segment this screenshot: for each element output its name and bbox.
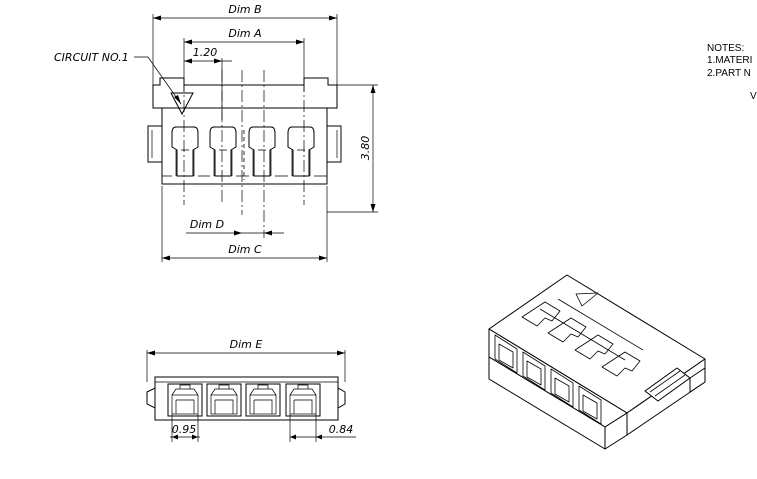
iso-opening-2 (522, 351, 546, 391)
iso-opening-4 (578, 385, 602, 425)
front-cavity-1 (167, 383, 203, 417)
dim-c-label: Dim C (228, 243, 262, 256)
cavity-1 (171, 126, 199, 177)
notes-title: NOTES: (707, 43, 744, 54)
notes: NOTES: 1.MATERI 2.PART N V (707, 43, 757, 102)
left-latch (147, 125, 163, 163)
iso-opening-1 (494, 334, 518, 374)
iso-side-latch (644, 367, 706, 402)
front-cavity-4 (285, 383, 321, 417)
right-offset-label: 0.84 (329, 423, 354, 436)
note-line-3: V (750, 91, 757, 102)
dim-d-label: Dim D (190, 218, 224, 231)
note-line-2: 2.PART N (707, 68, 751, 79)
note-line-1: 1.MATERI (707, 55, 752, 66)
dim-e-label: Dim E (230, 338, 263, 351)
right-latch (326, 125, 342, 163)
front-cavity-2 (206, 383, 242, 417)
cavity-2 (209, 126, 237, 177)
circuit-one-marker (170, 92, 194, 116)
cavity-3 (248, 126, 276, 177)
isometric-view (488, 274, 706, 450)
left-offset-label: 0.95 (172, 423, 197, 436)
iso-circuit-marker (575, 292, 599, 307)
front-cavity-3 (245, 383, 281, 417)
circuit-no1-label: CIRCUIT NO.1 (54, 51, 129, 64)
top-view: Dim B Dim A 1.20 CIRCUIT NO.1 (54, 3, 378, 262)
dim-b-label: Dim B (228, 3, 261, 16)
pitch-label: 1.20 (193, 46, 218, 59)
cavity-4 (287, 126, 315, 177)
iso-opening-3 (550, 368, 574, 408)
dim-a-label: Dim A (228, 27, 261, 40)
height-label: 3.80 (359, 136, 372, 161)
front-view: Dim E (146, 338, 356, 442)
